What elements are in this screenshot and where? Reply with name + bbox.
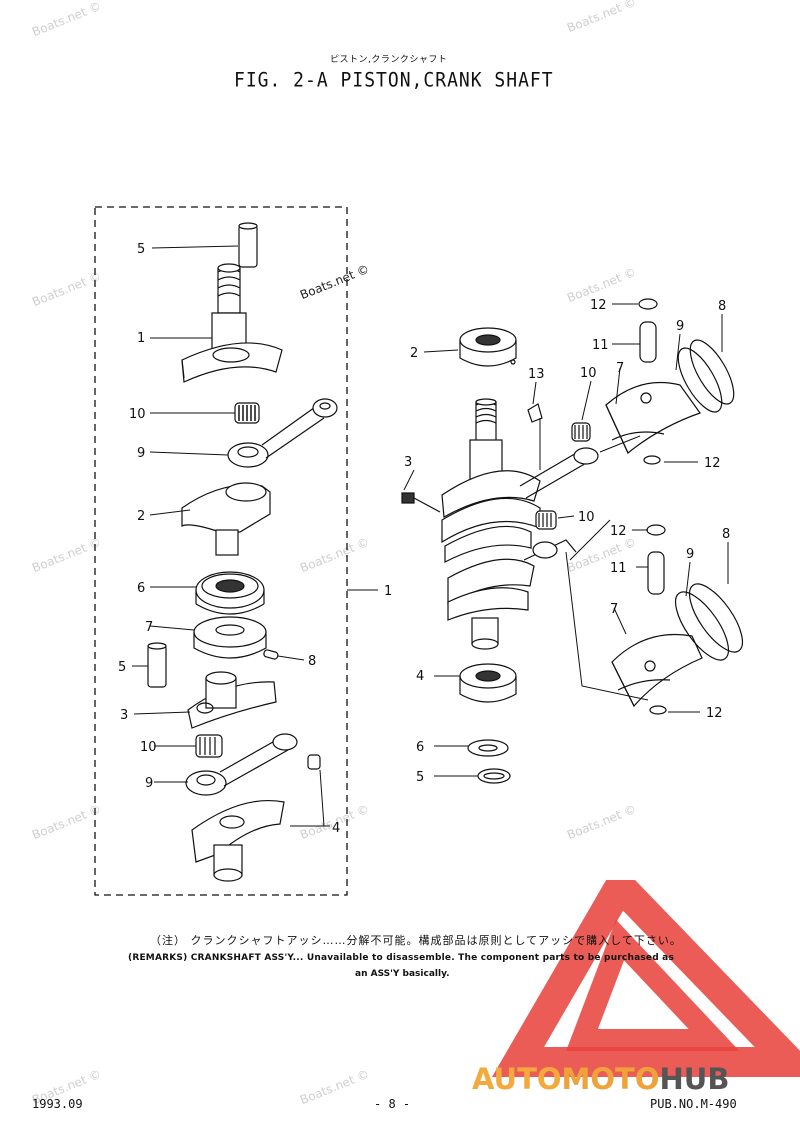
callout-11-right-bot: 11 xyxy=(610,561,627,576)
callout-5-right: 5 xyxy=(416,770,424,785)
automotohub-logo-text: AUTOMOTOHUB xyxy=(472,1062,798,1096)
callout-12-right-top-a: 12 xyxy=(590,298,607,313)
callout-12-right-top-b: 12 xyxy=(704,456,721,471)
crank-pin-lower xyxy=(147,642,167,688)
callout-9-left-top: 9 xyxy=(137,446,145,461)
needle-bearing-right-mid xyxy=(535,510,557,530)
callout-13-right: 13 xyxy=(528,367,545,382)
callout-7-right-top: 7 xyxy=(616,361,624,376)
crank-web-upper xyxy=(181,482,271,556)
labyrinth-seal-ring xyxy=(193,616,267,659)
footer-date: 1993.09 xyxy=(32,1097,83,1111)
footer-pub-number: PUB.NO.M-490 xyxy=(650,1097,737,1111)
callout-10-right-mid: 10 xyxy=(578,510,595,525)
ball-bearing-upper xyxy=(459,327,517,367)
piston-upper xyxy=(605,298,735,465)
callout-1-assy: 1 xyxy=(384,584,392,599)
callout-1-left: 1 xyxy=(137,331,145,346)
callout-8-left: 8 xyxy=(308,654,316,669)
figure-title: FIG. 2-A PISTON,CRANK SHAFT xyxy=(234,68,554,93)
callout-11-right-top: 11 xyxy=(592,338,609,353)
remarks-english-line2: an ASS'Y basically. xyxy=(355,969,450,979)
callout-9-right-bot: 9 xyxy=(686,547,694,562)
connecting-rod-upper xyxy=(227,398,338,468)
assembled-crankshaft xyxy=(441,398,599,650)
ball-bearing-center xyxy=(195,571,265,615)
screw-3 xyxy=(401,492,441,513)
logo-text-moto: MOTO xyxy=(561,1062,660,1096)
callout-4-right: 4 xyxy=(416,669,424,684)
callout-12-right-bot-b: 12 xyxy=(706,706,723,721)
callout-10-right-top: 10 xyxy=(580,366,597,381)
callout-3-left: 3 xyxy=(120,708,128,723)
callout-2-left: 2 xyxy=(137,509,145,524)
crank-web-lower xyxy=(187,671,277,729)
remarks-japanese: （注） クランクシャフトアッシ……分解不可能。構成部品は原則としてアッシで購入し… xyxy=(150,934,682,947)
needle-bearing-right-top xyxy=(571,422,591,442)
crankshaft-upper-half xyxy=(181,263,283,383)
callout-8-right-top: 8 xyxy=(718,299,726,314)
crank-pin-top xyxy=(238,222,258,268)
callout-10-left-top: 10 xyxy=(129,407,146,422)
logo-text-hub: HUB xyxy=(659,1062,730,1096)
callout-4-left: 4 xyxy=(332,821,340,836)
callout-5-left-top: 5 xyxy=(137,242,145,257)
right-leader-lines xyxy=(403,303,729,777)
dowel-pin xyxy=(263,649,279,660)
connecting-rod-lower xyxy=(185,733,298,796)
callout-7-left: 7 xyxy=(145,620,153,635)
callout-5-left-bottom: 5 xyxy=(118,660,126,675)
ball-bearing-lower xyxy=(459,663,517,703)
callout-3-right: 3 xyxy=(404,455,412,470)
callout-6-left: 6 xyxy=(137,581,145,596)
callout-2-right: 2 xyxy=(410,346,418,361)
woodruff-key xyxy=(307,754,321,770)
callout-7-right-bot: 7 xyxy=(610,602,618,617)
footer-page-number: - 8 - xyxy=(374,1097,411,1111)
circlip xyxy=(477,768,511,784)
callout-10-left-bottom: 10 xyxy=(140,740,157,755)
automotohub-logo-mark xyxy=(491,880,800,1077)
assembly-dashed-box xyxy=(94,206,348,896)
remarks-english-line1: (REMARKS) CRANKSHAFT ASS'Y... Unavailabl… xyxy=(128,953,675,963)
subtitle-japanese: ピストン,クランクシャフト xyxy=(330,55,448,65)
callout-9-right-top: 9 xyxy=(676,319,684,334)
left-leader-lines xyxy=(132,245,378,827)
callout-12-right-bot-a: 12 xyxy=(610,524,627,539)
callout-6-right: 6 xyxy=(416,740,424,755)
callout-9-left-bottom: 9 xyxy=(145,776,153,791)
callout-8-right-bot: 8 xyxy=(722,527,730,542)
logo-text-auto: AUTO xyxy=(472,1062,562,1096)
needle-bearing-upper xyxy=(234,402,260,424)
piston-lower xyxy=(611,524,744,715)
key-13 xyxy=(527,403,543,423)
thrust-washer xyxy=(467,739,509,757)
crankshaft-lower-half xyxy=(191,799,285,882)
needle-bearing-lower xyxy=(195,734,223,758)
